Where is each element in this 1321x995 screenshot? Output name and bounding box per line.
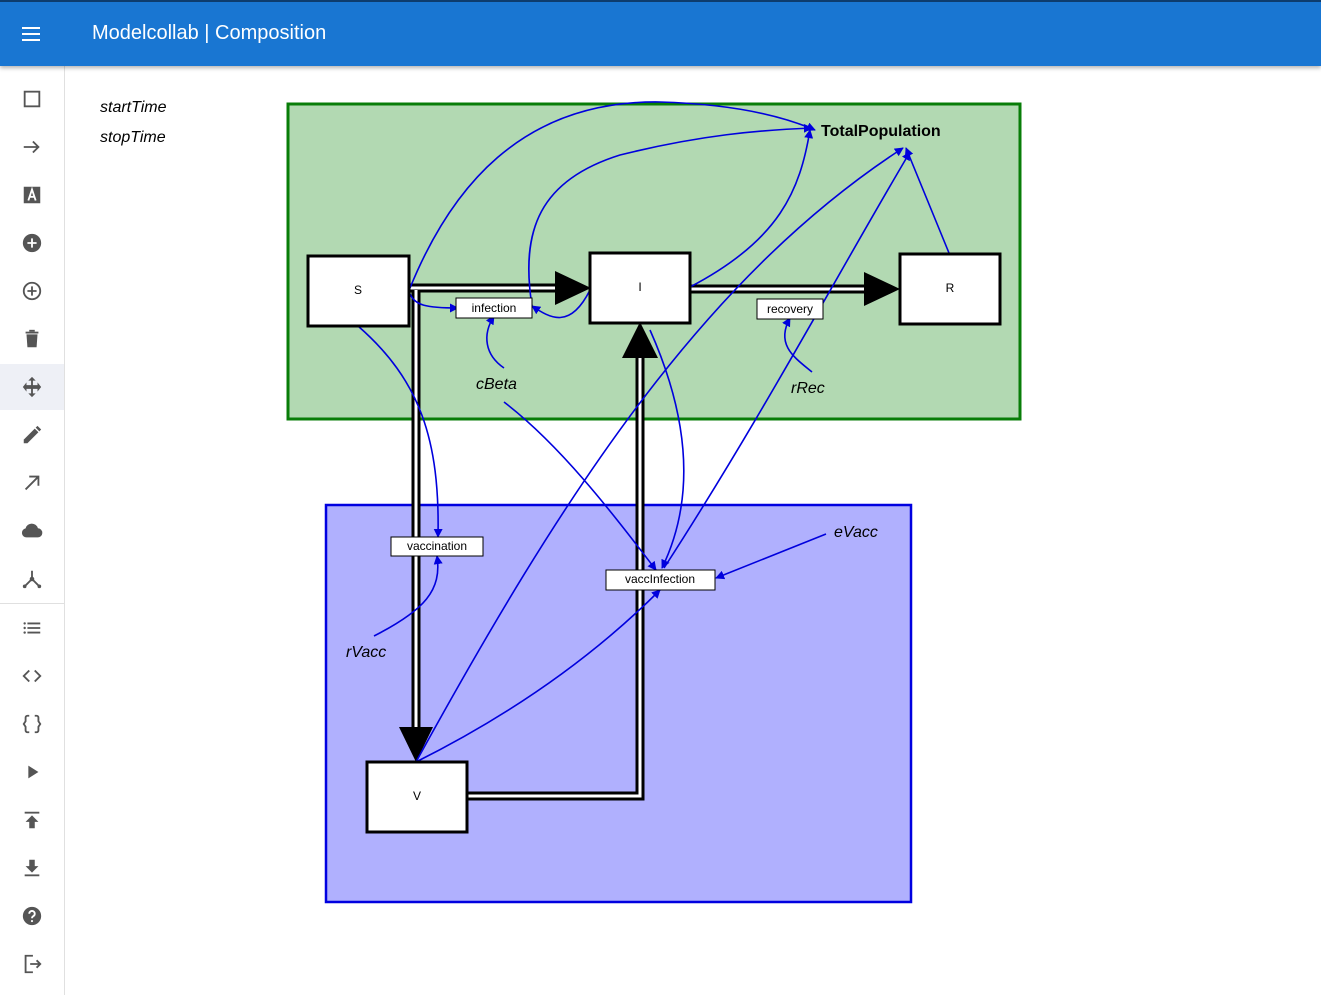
flow-pipes bbox=[399, 271, 900, 801]
dependency-links bbox=[357, 101, 950, 763]
north-east-arrow-icon bbox=[24, 475, 40, 491]
trash-icon bbox=[25, 329, 39, 348]
flow-vaccination[interactable]: vaccination bbox=[390, 536, 484, 557]
help-icon bbox=[22, 906, 42, 926]
stock-i[interactable]: I bbox=[588, 251, 692, 325]
flow-pipe-recovery bbox=[690, 272, 900, 306]
menu-icon[interactable] bbox=[14, 18, 50, 50]
move-tool[interactable] bbox=[0, 364, 64, 410]
flow-pipe-infection bbox=[408, 271, 591, 305]
tool-sidebar bbox=[0, 66, 65, 995]
stock-r[interactable]: R bbox=[898, 252, 1002, 326]
link-rvacc-vaccination bbox=[373, 555, 443, 637]
list-button[interactable] bbox=[0, 605, 64, 651]
help-button[interactable] bbox=[0, 893, 64, 939]
link-i-totalpopulation bbox=[689, 129, 814, 288]
upload-icon bbox=[24, 811, 40, 829]
stock-s-label: S bbox=[354, 283, 362, 297]
flow-vacc-infection-label: vaccInfection bbox=[625, 572, 695, 586]
logout-icon bbox=[24, 954, 42, 974]
pencil-icon bbox=[23, 425, 42, 444]
stock-v-label: V bbox=[413, 789, 421, 803]
link-rrec-recovery bbox=[782, 317, 813, 373]
link-s-totalpopulation bbox=[409, 101, 816, 289]
text-tool[interactable] bbox=[0, 172, 64, 218]
param-evacc[interactable]: eVacc bbox=[834, 524, 878, 541]
link-evacc-vaccinfection bbox=[715, 533, 827, 580]
arrow-tool[interactable] bbox=[0, 124, 64, 170]
square-outline-icon bbox=[23, 90, 41, 108]
link-r-totalpopulation bbox=[904, 147, 950, 254]
param-rvacc[interactable]: rVacc bbox=[346, 644, 386, 661]
param-stop-time[interactable]: stopTime bbox=[100, 129, 166, 146]
list-icon bbox=[23, 622, 41, 634]
cloud-icon bbox=[21, 523, 43, 538]
delete-tool[interactable] bbox=[0, 316, 64, 362]
move-icon bbox=[22, 376, 42, 398]
sidebar-divider bbox=[0, 603, 64, 604]
link-cbeta-vaccinfection bbox=[503, 401, 657, 571]
braces-icon bbox=[22, 714, 42, 734]
flow-vacc-infection[interactable]: vaccInfection bbox=[605, 569, 716, 591]
add-filled-tool[interactable] bbox=[0, 220, 64, 266]
run-button[interactable] bbox=[0, 749, 64, 795]
compose-tool[interactable] bbox=[0, 556, 64, 602]
add-circle-outline-icon bbox=[22, 281, 42, 301]
arrow-right-icon bbox=[23, 140, 40, 154]
braces-button[interactable] bbox=[0, 701, 64, 747]
link-v-vaccinfection bbox=[415, 589, 661, 763]
param-start-time[interactable]: startTime bbox=[100, 99, 167, 116]
rectangle-tool[interactable] bbox=[0, 76, 64, 122]
param-rrec[interactable]: rRec bbox=[791, 380, 825, 397]
flow-infection[interactable]: infection bbox=[455, 297, 533, 319]
upload-button[interactable] bbox=[0, 797, 64, 843]
merge-icon bbox=[22, 570, 42, 589]
code-icon bbox=[22, 669, 42, 683]
logout-button[interactable] bbox=[0, 941, 64, 987]
flow-infection-label: infection bbox=[472, 301, 517, 315]
link-vaccinfection-totalpopulation bbox=[663, 151, 911, 569]
app-title: Modelcollab | Composition bbox=[92, 22, 327, 44]
stock-i-label: I bbox=[638, 280, 641, 294]
text-box-icon bbox=[23, 186, 41, 204]
link-cbeta-infection bbox=[485, 315, 505, 369]
play-icon bbox=[28, 765, 39, 779]
link-s-infection bbox=[409, 293, 459, 313]
flow-recovery-label: recovery bbox=[767, 302, 813, 316]
link-i-infection bbox=[531, 289, 591, 319]
flow-pipe-vacc-infection bbox=[466, 322, 658, 801]
link-i-vaccinfection bbox=[649, 329, 685, 569]
flow-pipe-vaccination bbox=[399, 290, 433, 762]
code-button[interactable] bbox=[0, 653, 64, 699]
stock-s[interactable]: S bbox=[306, 254, 411, 328]
download-button[interactable] bbox=[0, 845, 64, 891]
app-bar: Modelcollab | Composition bbox=[0, 0, 1321, 66]
link-v-totalpopulation bbox=[415, 147, 904, 763]
stock-r-label: R bbox=[946, 281, 955, 295]
flow-vaccination-label: vaccination bbox=[407, 539, 467, 553]
connect-tool[interactable] bbox=[0, 460, 64, 506]
cloud-tool[interactable] bbox=[0, 508, 64, 554]
add-outline-tool[interactable] bbox=[0, 268, 64, 314]
link-s-vaccination bbox=[357, 325, 443, 538]
param-cbeta[interactable]: cBeta bbox=[476, 376, 517, 393]
sum-variable-total-population[interactable]: TotalPopulation bbox=[821, 123, 941, 140]
flow-recovery[interactable]: recovery bbox=[756, 298, 824, 320]
edit-tool[interactable] bbox=[0, 412, 64, 458]
add-circle-icon bbox=[22, 233, 42, 253]
link-infection-totalpopulation bbox=[528, 123, 813, 307]
download-icon bbox=[24, 859, 40, 877]
stock-v[interactable]: V bbox=[365, 760, 469, 834]
